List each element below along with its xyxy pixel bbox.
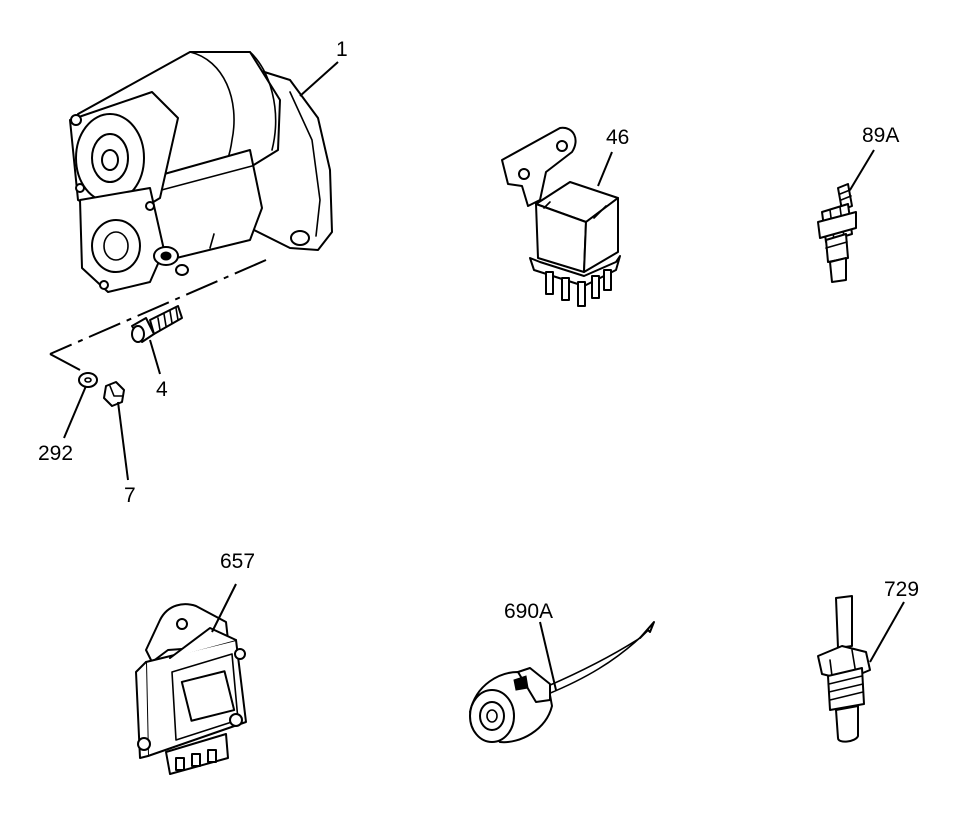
sensor-690a bbox=[469, 621, 655, 744]
callout-46: 46 bbox=[606, 126, 629, 149]
callout-leaders bbox=[63, 61, 905, 691]
controller-module bbox=[135, 603, 247, 775]
relay bbox=[501, 126, 621, 307]
starter-motor bbox=[69, 51, 333, 293]
callout-690a: 690A bbox=[504, 600, 553, 623]
assembly-centerlines bbox=[49, 259, 267, 371]
callout-7: 7 bbox=[124, 484, 136, 507]
callout-1: 1 bbox=[336, 38, 348, 61]
callout-labels: 1 4 292 7 46 89A 657 690A 729 bbox=[38, 38, 919, 623]
callout-292: 292 bbox=[38, 442, 73, 465]
callout-729: 729 bbox=[884, 578, 919, 601]
washer bbox=[78, 372, 98, 388]
callout-657: 657 bbox=[220, 550, 255, 573]
nut bbox=[103, 381, 125, 407]
sender-89a bbox=[817, 183, 857, 283]
callout-89a: 89A bbox=[862, 124, 899, 147]
sender-729 bbox=[817, 595, 871, 743]
bolt bbox=[131, 305, 183, 343]
callout-4: 4 bbox=[156, 378, 168, 401]
